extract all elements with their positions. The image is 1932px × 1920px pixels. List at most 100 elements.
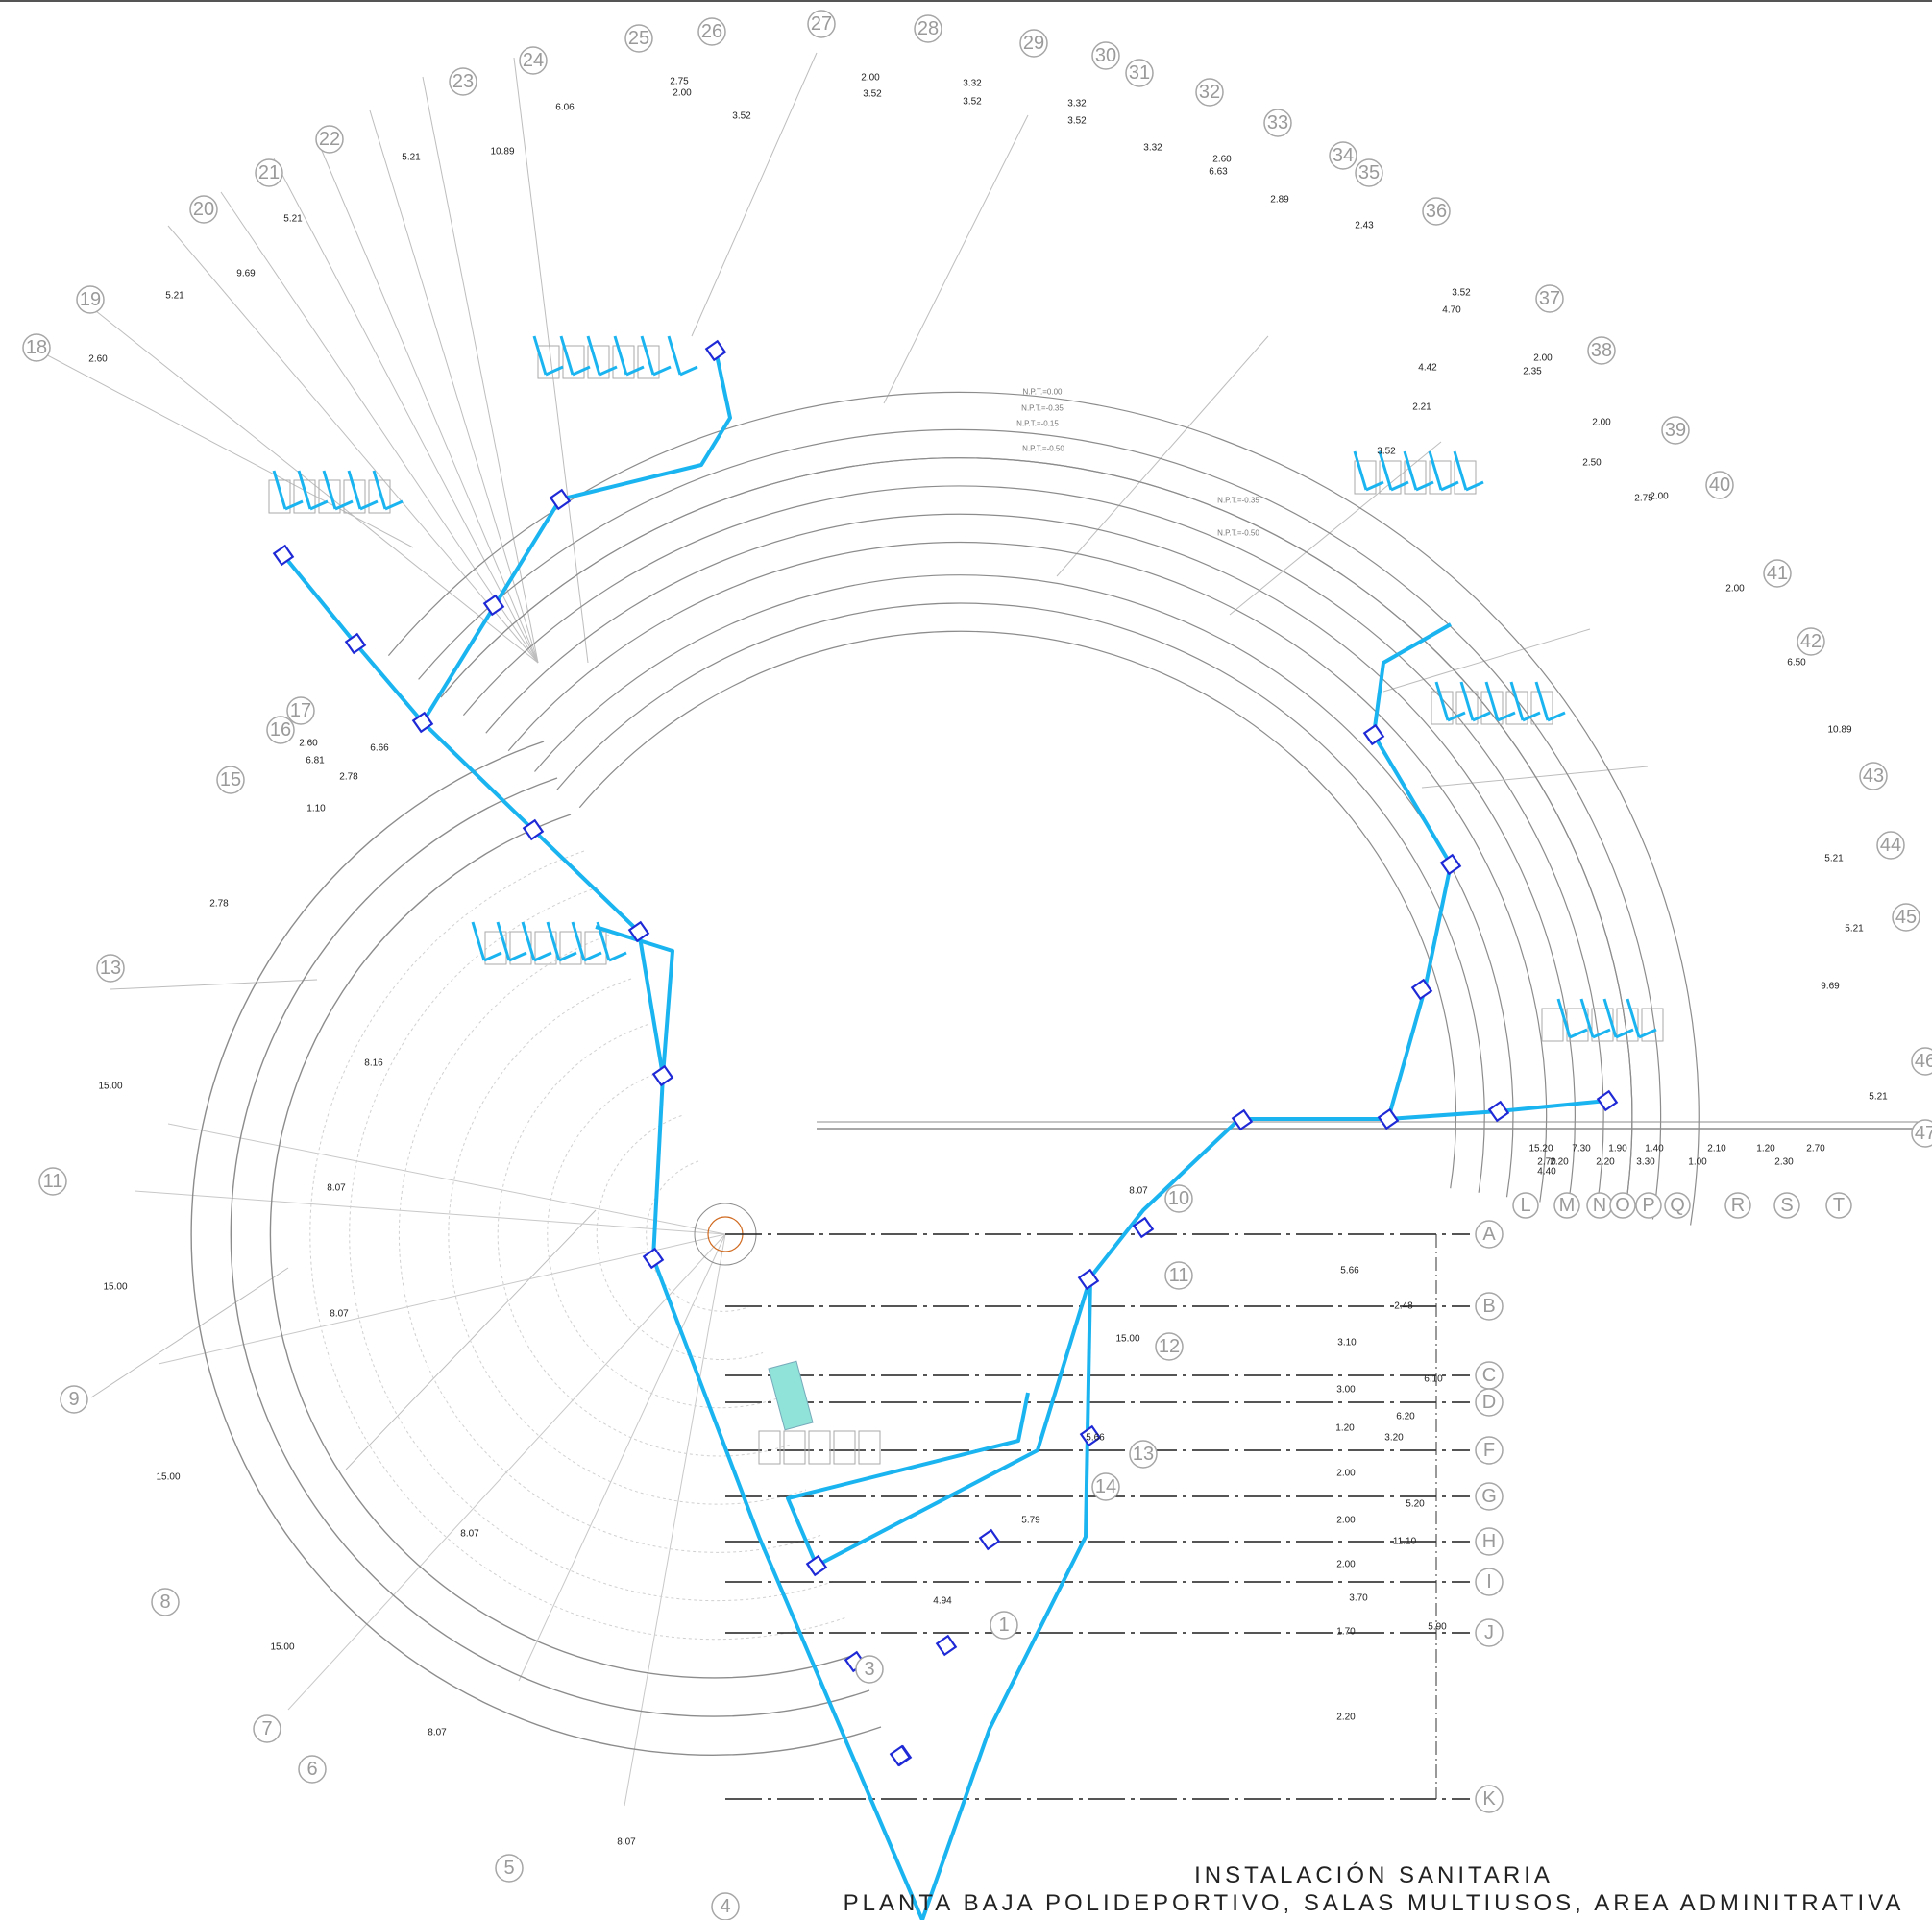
title-line-1: INSTALACIÓN SANITARIA xyxy=(1194,1862,1553,1888)
dimension-label: 9.69 xyxy=(1821,982,1840,992)
radial-axis-line xyxy=(316,138,539,664)
branch-pipe xyxy=(1569,1028,1588,1039)
dimension-label: 3.52 xyxy=(732,111,751,122)
dimension-label: 9.69 xyxy=(236,269,256,279)
toilet-stall xyxy=(1429,460,1452,495)
level-note: N.P.T.=-0.35 xyxy=(1021,404,1064,413)
radial-axis-line xyxy=(287,1233,726,1711)
axis-bubble-label: 18 xyxy=(26,337,47,358)
branch-pipe xyxy=(559,335,575,376)
branch-pipe xyxy=(1472,711,1491,722)
registro-box xyxy=(1596,1089,1619,1112)
radial-axis-line xyxy=(134,1190,726,1235)
axis-bubble xyxy=(1475,1527,1504,1556)
sanitary-fixtures xyxy=(268,345,1664,1465)
branch-pipe xyxy=(586,335,601,376)
axis-bubble-label: 13 xyxy=(1133,1444,1154,1465)
building-arc xyxy=(309,850,847,1641)
branch-pipe xyxy=(1556,998,1572,1038)
axis-bubble xyxy=(315,125,344,154)
building-arc xyxy=(534,574,1514,1198)
dimension-label: 5.21 xyxy=(402,153,421,163)
axis-bubble-label: 10 xyxy=(1168,1188,1189,1209)
toilet-stall xyxy=(537,345,560,379)
axis-bubble-label: 20 xyxy=(193,199,214,220)
toilet-stall xyxy=(293,479,316,514)
radial-axis-line xyxy=(883,114,1029,404)
axis-bubble xyxy=(1609,1192,1636,1219)
branch-pipe xyxy=(1602,998,1618,1038)
registro-box xyxy=(651,1064,674,1087)
axis-bubble-label: 14 xyxy=(1095,1476,1116,1497)
dimension-label: 3.52 xyxy=(963,97,982,108)
axis-bubble-label: G xyxy=(1481,1486,1497,1507)
axis-bubble xyxy=(38,1167,67,1196)
registro-box xyxy=(1231,1108,1254,1131)
axis-bubble-label: 31 xyxy=(1129,62,1150,84)
level-note: N.P.T.=-0.50 xyxy=(1022,445,1064,453)
axis-bubble xyxy=(1797,627,1825,656)
axis-bubble-label: 37 xyxy=(1539,288,1560,309)
axis-bubble xyxy=(1705,471,1734,499)
axis-bubble-label: D xyxy=(1482,1392,1496,1413)
branch-pipe xyxy=(471,921,486,961)
branch-pipe xyxy=(1484,681,1500,721)
branch-pipe xyxy=(1534,681,1550,721)
branch-pipe xyxy=(483,951,502,962)
axis-bubble-label: 11 xyxy=(1169,1265,1189,1286)
dimension-label: 1.20 xyxy=(1756,1144,1775,1154)
axis-bubble-label: 21 xyxy=(258,162,280,183)
registro-box xyxy=(522,818,545,841)
registro-box xyxy=(1487,1100,1510,1123)
axis-bubble xyxy=(1512,1192,1539,1219)
building-arc xyxy=(440,457,1633,1216)
building-arc xyxy=(269,814,859,1679)
axis-bubble xyxy=(519,46,548,75)
branch-pipe xyxy=(571,921,586,961)
toilet-stall xyxy=(808,1430,831,1465)
axis-bubble-label: T xyxy=(1833,1195,1845,1216)
axis-bubble-label: 34 xyxy=(1333,145,1354,166)
axis-bubble-label: 32 xyxy=(1199,82,1220,103)
branch-pipe xyxy=(545,365,564,377)
dimension-label: 2.00 xyxy=(1336,1469,1356,1479)
toilet-stall xyxy=(833,1430,856,1465)
registro-box xyxy=(272,544,295,567)
axis-bubble xyxy=(189,195,218,224)
axis-bubble-label: A xyxy=(1482,1224,1496,1245)
axis-bubble xyxy=(1475,1436,1504,1465)
axis-bubble xyxy=(449,67,477,96)
branch-pipe xyxy=(546,921,561,961)
cistern xyxy=(768,1360,814,1431)
radial-axis-line xyxy=(90,1267,289,1398)
radial-axis-line xyxy=(37,350,414,548)
building-arc xyxy=(462,485,1604,1211)
level-note: N.P.T.=0.00 xyxy=(1023,388,1064,397)
axis-bubble-label: L xyxy=(1520,1195,1530,1216)
dimension-label: 11.10 xyxy=(1393,1537,1417,1547)
dimension-label: 6.63 xyxy=(1209,167,1228,178)
dimension-label: 2.60 xyxy=(299,739,318,749)
toilet-stall xyxy=(343,479,366,514)
radial-axis-line xyxy=(1056,335,1269,577)
dimension-label: 15.00 xyxy=(156,1472,180,1483)
dimension-label: 2.60 xyxy=(1212,155,1232,165)
toilet-stall xyxy=(1616,1008,1639,1042)
toilet-stall xyxy=(783,1430,806,1465)
toilet-stall xyxy=(318,479,341,514)
dimension-label: 3.52 xyxy=(1067,116,1087,127)
axis-bubble-label: 44 xyxy=(1880,835,1901,856)
dimension-label: 3.52 xyxy=(863,89,882,100)
axis-bubble xyxy=(1635,1192,1662,1219)
dimension-label: 3.70 xyxy=(1349,1593,1368,1604)
dimension-label: 4.94 xyxy=(933,1596,952,1607)
axis-bubble xyxy=(624,24,653,53)
axis-bubble xyxy=(855,1655,884,1684)
axis-bubble xyxy=(1475,1618,1504,1647)
registro-box xyxy=(889,1744,912,1767)
axis-bubble xyxy=(1911,1047,1932,1076)
dimension-label: 10.89 xyxy=(490,147,514,158)
axis-bubble xyxy=(1773,1192,1800,1219)
building-arc xyxy=(596,1115,764,1360)
axis-bubble xyxy=(1535,284,1564,313)
